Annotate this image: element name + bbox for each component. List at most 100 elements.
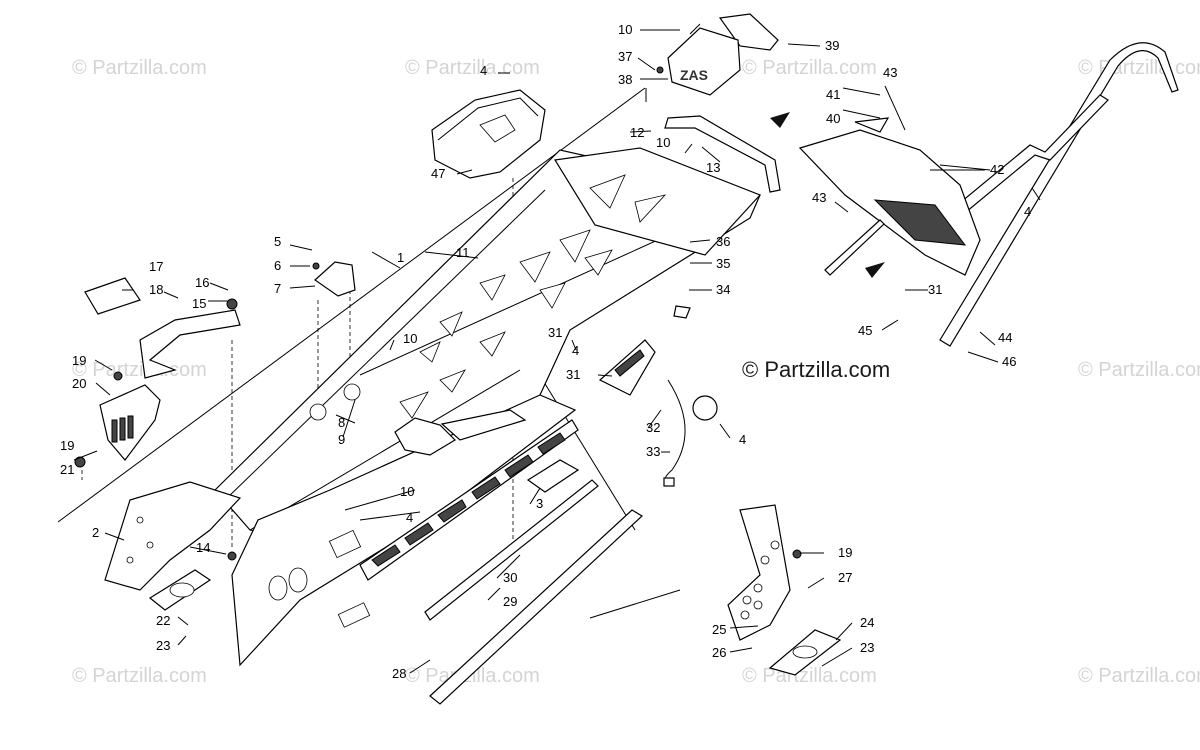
footrest-22	[148, 569, 212, 611]
main-watermark: © Partzilla.com	[742, 357, 890, 382]
callout-27: 27	[838, 570, 852, 585]
callout-18: 18	[149, 282, 163, 297]
callout-25: 25	[712, 622, 726, 637]
callout-4: 4	[572, 343, 579, 358]
callout-26: 26	[712, 645, 726, 660]
callout-23: 23	[156, 638, 170, 653]
part-34-clip	[673, 305, 691, 319]
part-19-nut	[74, 456, 86, 468]
rail-30	[424, 479, 599, 621]
part-20-plate	[99, 384, 161, 461]
watermark-text: © Partzilla.com	[405, 57, 540, 79]
part-15-bracket	[139, 309, 241, 379]
callout-44: 44	[998, 330, 1012, 345]
callout-35: 35	[716, 256, 730, 271]
callout-37: 37	[618, 49, 632, 64]
callout-46: 46	[1002, 354, 1016, 369]
callout-10: 10	[403, 331, 417, 346]
frame-cutout	[584, 249, 613, 276]
callout-45: 45	[858, 323, 872, 338]
frame-cutout	[479, 331, 506, 357]
callout-14: 14	[196, 540, 210, 555]
callout-40: 40	[826, 111, 840, 126]
cap-47	[431, 89, 546, 179]
watermark-text: © Partzilla.com	[1078, 57, 1200, 79]
callout-4: 4	[739, 432, 746, 447]
callout-43: 43	[812, 190, 826, 205]
direction-arrow	[770, 112, 790, 128]
callout-42: 42	[990, 162, 1004, 177]
callout-2: 2	[92, 525, 99, 540]
callout-41: 41	[826, 87, 840, 102]
frame-cutout	[634, 194, 667, 223]
direction-arrow	[865, 262, 885, 278]
part-8	[309, 403, 327, 421]
footrest-right	[727, 504, 791, 641]
watermark-text: © Partzilla.com	[742, 665, 877, 687]
part-17	[84, 277, 141, 315]
callout-31: 31	[548, 325, 562, 340]
callout-13: 13	[706, 160, 720, 175]
frame-cutout	[589, 174, 626, 209]
callout-10: 10	[656, 135, 670, 150]
leader-lines	[73, 23, 1041, 674]
center-bracket	[394, 409, 527, 456]
callout-19: 19	[72, 353, 86, 368]
frame-cutout	[479, 274, 506, 301]
callout-19: 19	[838, 545, 852, 560]
callout-22: 22	[156, 613, 170, 628]
part-37	[656, 66, 664, 74]
part-38-plate: ZAS	[667, 27, 741, 96]
bumper-bracket-2	[104, 481, 242, 591]
watermark-text: © Partzilla.com	[72, 665, 207, 687]
callout-4: 4	[480, 63, 487, 78]
watermark-text: © Partzilla.com	[72, 57, 207, 79]
callout-47: 47	[431, 166, 445, 181]
callout-34: 34	[716, 282, 730, 297]
callout-23: 23	[860, 640, 874, 655]
running-board	[359, 419, 579, 581]
callout-1: 1	[397, 250, 404, 265]
watermark-layer: © Partzilla.com © Partzilla.com © Partzi…	[72, 57, 1200, 687]
callout-6: 6	[274, 258, 281, 273]
watermark-text: © Partzilla.com	[405, 665, 540, 687]
svg-text:ZAS: ZAS	[680, 67, 708, 83]
side-panel-left	[231, 394, 577, 667]
callout-11: 11	[456, 245, 470, 260]
callout-31: 31	[928, 282, 942, 297]
part-43-strip	[824, 219, 885, 276]
frame-cutout	[539, 282, 566, 309]
rail-tubes	[424, 479, 643, 705]
watermark-text: © Partzilla.com	[742, 57, 877, 79]
part-40	[854, 117, 890, 133]
callout-10: 10	[618, 22, 632, 37]
callout-labels: 1 2 3 4 4 4 4 4 5 6 7 8 9 10 10 10 10 11…	[60, 22, 1031, 681]
part-16-nut	[226, 298, 238, 310]
part-33-chain	[663, 379, 686, 487]
frame-cutout	[439, 369, 466, 393]
callout-32: 32	[646, 420, 660, 435]
watermark-text: © Partzilla.com	[1078, 359, 1200, 381]
part-9	[343, 383, 361, 401]
part-4-wheel	[692, 395, 718, 421]
part-19-nut	[113, 371, 123, 381]
callout-10: 10	[400, 484, 414, 499]
callout-43: 43	[883, 65, 897, 80]
watermark-text: © Partzilla.com	[1078, 665, 1200, 687]
callout-15: 15	[192, 296, 206, 311]
callout-9: 9	[338, 432, 345, 447]
part-19-nut	[792, 549, 802, 559]
callout-31: 31	[566, 367, 580, 382]
frame-cutout	[519, 251, 551, 283]
callout-21: 21	[60, 462, 74, 477]
callout-7: 7	[274, 281, 281, 296]
callout-33: 33	[646, 444, 660, 459]
callout-8: 8	[338, 415, 345, 430]
callout-30: 30	[503, 570, 517, 585]
snow-flap-42	[798, 129, 991, 276]
callout-36: 36	[716, 234, 730, 249]
callout-38: 38	[618, 72, 632, 87]
callout-29: 29	[503, 594, 517, 609]
callout-5: 5	[274, 234, 281, 249]
